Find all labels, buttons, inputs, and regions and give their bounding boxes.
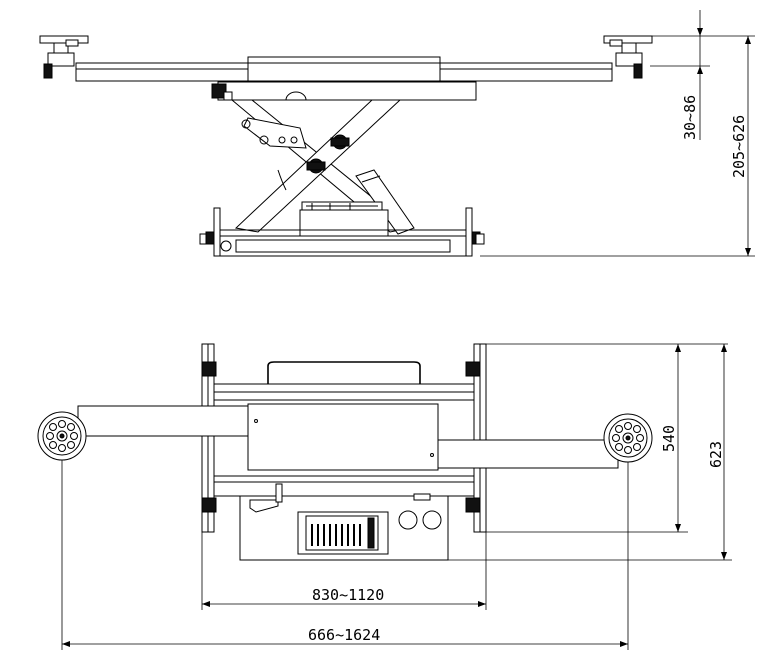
side-left-pad [39,35,89,79]
side-center-carriage [247,56,441,82]
side-left-post [213,207,221,257]
side-pivot-knob [330,134,350,150]
side-link-plate [243,117,307,149]
arm-span-dimension: 666~1624 [61,460,629,650]
total-height-dimension: 205~626 [480,36,755,257]
top-reservoir-cap-right [422,510,442,530]
side-pump-unit [299,209,389,237]
lift-height-label: 30~86 [681,95,699,140]
arm-span-label: 666~1624 [308,626,380,644]
top-left-arm [77,405,251,437]
arm-width-dimension: 540 [480,343,728,533]
frame-width-label: 623 [707,441,725,468]
side-right-pad [603,35,653,79]
top-reservoir-cap-left [398,510,418,530]
total-height-label: 205~626 [730,115,748,178]
side-right-post [465,207,473,257]
top-right-arm [437,439,619,469]
top-left-pad [37,411,87,461]
side-upper-platform [217,81,477,101]
top-center-carriage [247,403,439,471]
top-view: 540 623 830~1120 666~1624 [37,343,732,650]
frame-width-dimension: 623 [448,344,732,561]
side-upper-bracket [211,83,227,99]
top-right-pad [603,413,653,463]
top-right-rail-outer [479,343,487,533]
side-view: 30~86 205~626 [39,10,755,257]
lift-height-dimension: 30~86 [650,10,755,140]
top-handle [267,361,421,384]
top-left-rail-inner [207,343,215,533]
base-span-label: 830~1120 [312,586,384,604]
side-pivot-knob-lower [306,158,326,174]
arm-width-label: 540 [660,425,678,452]
base-span-dimension: 830~1120 [201,532,487,610]
